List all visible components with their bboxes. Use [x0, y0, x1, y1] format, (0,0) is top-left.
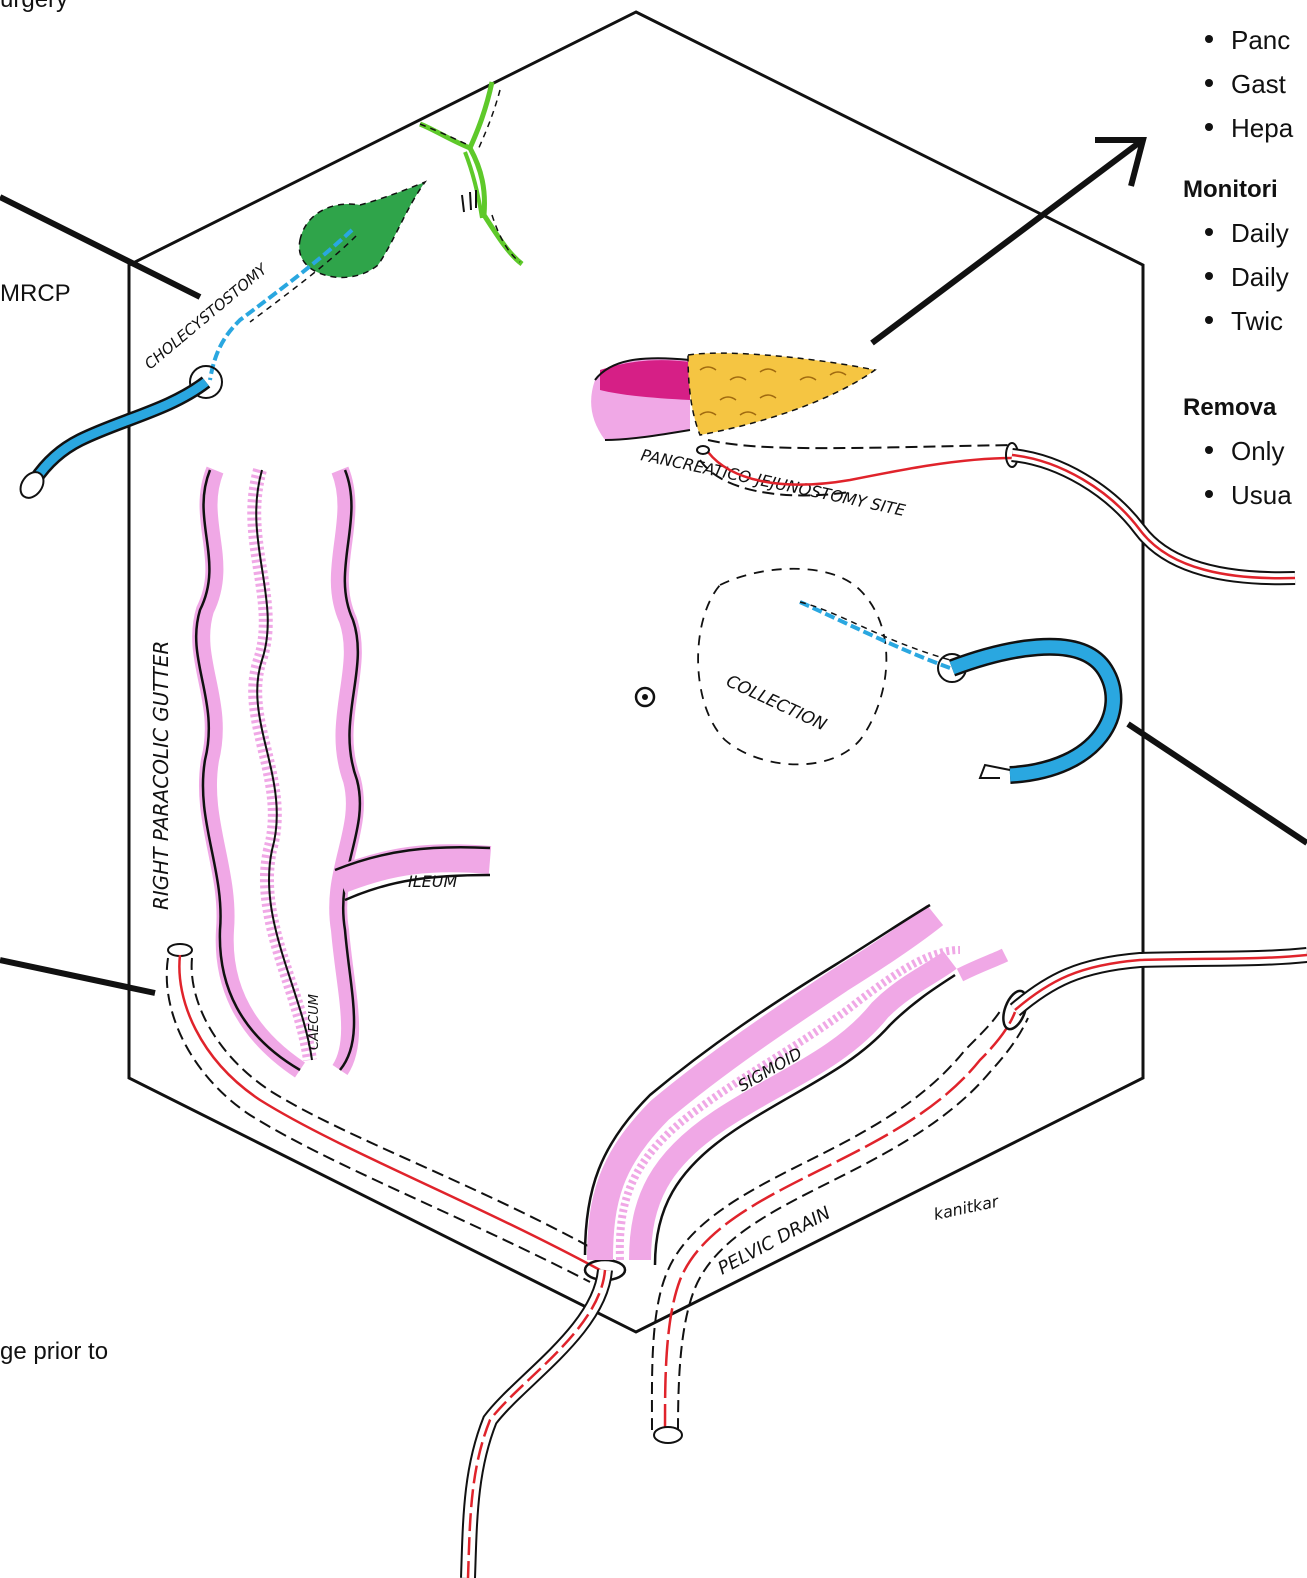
label-collection: COLLECTION: [723, 671, 830, 735]
signature: kanitkar: [932, 1191, 1001, 1224]
cholecystostomy-tube: [16, 230, 356, 502]
pointer-line-cholecystostomy: [0, 197, 200, 297]
pointer-line-paracolic: [0, 960, 155, 993]
pancreas: [591, 353, 875, 440]
label-caecum: CAECUM: [307, 994, 322, 1050]
pointer-line-collection: [1128, 724, 1307, 843]
pj-drain: [700, 440, 1295, 578]
gallbladder: [299, 182, 425, 277]
ascending-colon: [196, 470, 490, 1070]
label-ileum: ILEUM: [408, 872, 457, 891]
bile-duct: [420, 82, 522, 264]
collection: [698, 569, 886, 765]
label-right-paracolic: RIGHT PARACOLIC GUTTER: [149, 641, 173, 910]
arrow-icon: [872, 140, 1143, 343]
paracolic-drain: [167, 944, 625, 1578]
